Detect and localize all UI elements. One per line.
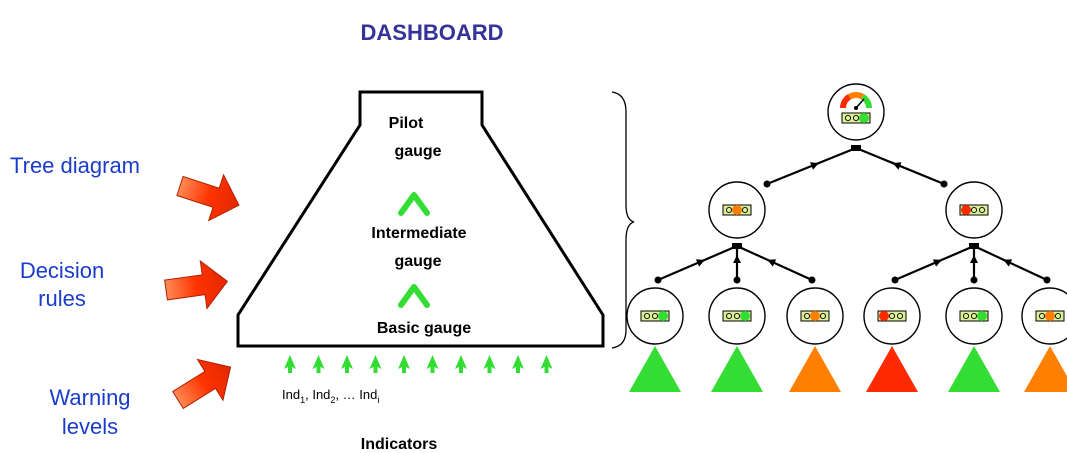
red-arrow-icon <box>164 259 229 310</box>
status-light <box>859 113 869 123</box>
connector-dot <box>763 180 771 188</box>
connector-arrowhead-icon <box>932 259 942 267</box>
indicator-arrows <box>284 355 553 373</box>
connector-arrowhead-icon <box>767 259 777 267</box>
green-arrow-up-icon <box>483 355 496 373</box>
diagram-title: DASHBOARD <box>361 20 504 45</box>
traffic-light-bar-icon <box>841 112 871 124</box>
status-light <box>1045 311 1055 321</box>
chevron-up-icon <box>398 284 430 308</box>
indicator-sequence: Ind1, Ind2, … Indi <box>282 387 379 405</box>
green-arrow-up-icon <box>312 355 325 373</box>
connector-dot <box>891 276 899 284</box>
basic-gauge-node <box>863 287 921 345</box>
basic-gauge-label: Basic gauge <box>377 320 471 337</box>
connector-dot <box>940 180 948 188</box>
green-arrow-up-icon <box>540 355 553 373</box>
traffic-light-bar-icon <box>1035 310 1065 322</box>
warning-level-triangle <box>866 346 918 392</box>
green-arrow-up-icon <box>426 355 439 373</box>
status-light <box>961 205 971 215</box>
green-arrow-up-icon <box>369 355 382 373</box>
status-light <box>810 311 820 321</box>
label-decision-line2: rules <box>38 286 86 311</box>
connector-dot <box>808 276 816 284</box>
red-arrow-icon <box>172 358 232 410</box>
intermediate-gauge-node <box>708 181 766 239</box>
red-arrow-icon <box>176 173 240 222</box>
warning-level-triangle <box>711 346 763 392</box>
connector-dot <box>733 276 741 284</box>
connector-arrowhead-icon <box>695 259 705 267</box>
connector-arrowhead-icon <box>733 255 741 263</box>
basic-gauge-node <box>1021 287 1067 345</box>
intermediate-gauge-label: Intermediate <box>371 225 466 242</box>
warning-level-triangle <box>1024 346 1067 392</box>
status-light <box>658 311 668 321</box>
curly-brace <box>611 91 635 349</box>
connector-dot <box>970 276 978 284</box>
pilot-gauge-label-2: gauge <box>394 143 441 160</box>
speedometer-icon <box>840 92 872 110</box>
label-decision-line1: Decision <box>20 258 104 283</box>
root-gauge-node <box>827 83 885 141</box>
traffic-light-bar-icon <box>800 310 830 322</box>
basic-gauge-node <box>945 287 1003 345</box>
intermediate-gauge-node <box>945 181 1003 239</box>
label-warning-line2: levels <box>62 414 118 439</box>
traffic-light-bar-icon <box>722 310 752 322</box>
traffic-light-bar-icon <box>959 310 989 322</box>
green-arrow-up-icon <box>341 355 353 373</box>
warning-level-triangle <box>789 346 841 392</box>
connector-dot <box>654 276 662 284</box>
warning-level-triangle <box>948 346 1000 392</box>
basic-gauge-node <box>786 287 844 345</box>
basic-gauge-node <box>626 287 684 345</box>
green-arrow-up-icon <box>512 355 524 373</box>
indicators-label: Indicators <box>361 436 438 453</box>
chevron-up-icon <box>398 192 430 216</box>
connector-arrowhead-icon <box>970 255 978 263</box>
label-tree-diagram: Tree diagram <box>10 153 140 178</box>
warning-level-triangle <box>629 346 681 392</box>
gauge-pyramid-outline <box>236 90 605 348</box>
traffic-light-bar-icon <box>722 204 752 216</box>
connector-arrowhead-icon <box>892 162 902 170</box>
traffic-light-bar-icon <box>640 310 670 322</box>
green-arrow-up-icon <box>284 355 296 373</box>
connector-dot <box>1043 276 1051 284</box>
connector-arrowhead-icon <box>1003 259 1013 267</box>
status-light <box>732 205 742 215</box>
status-light <box>879 311 889 321</box>
intermediate-gauge-label-2: gauge <box>394 253 441 270</box>
status-light <box>977 311 987 321</box>
traffic-light-bar-icon <box>959 204 989 216</box>
gauge-tree <box>626 83 1067 392</box>
connector-arrowhead-icon <box>810 162 819 170</box>
label-warning-line1: Warning <box>49 385 130 410</box>
status-light <box>740 311 750 321</box>
green-arrow-up-icon <box>398 355 410 373</box>
green-arrow-up-icon <box>455 355 467 373</box>
traffic-light-bar-icon <box>877 310 907 322</box>
basic-gauge-node <box>708 287 766 345</box>
pilot-gauge-label: Pilot <box>389 115 424 132</box>
